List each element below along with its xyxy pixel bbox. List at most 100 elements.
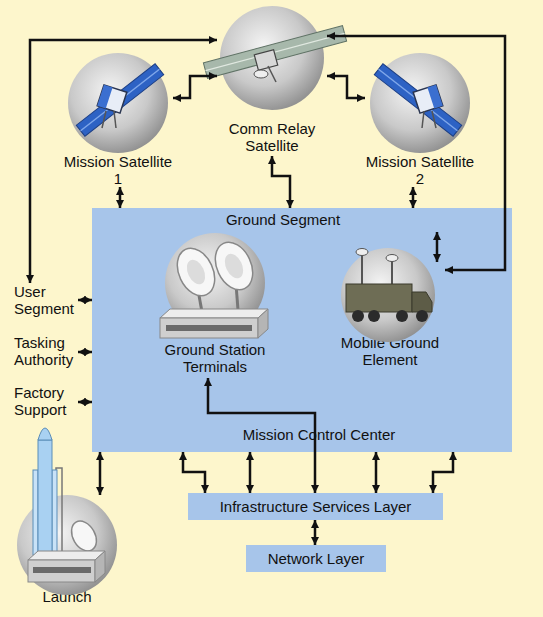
satellite-icon — [374, 64, 461, 137]
panel-stripe — [379, 69, 458, 131]
node-label: Factory Support — [14, 384, 78, 418]
external-entity: User Segment — [14, 283, 78, 319]
panel-stripe — [205, 33, 344, 70]
backdrop-disc — [220, 6, 324, 110]
building-roof — [28, 551, 105, 560]
solar-panel — [374, 64, 461, 137]
satellite-node: Mission Satellite 2 — [365, 53, 475, 187]
satellite-body — [254, 50, 277, 71]
node-label: Network Layer — [268, 550, 365, 567]
satellite-face — [97, 85, 112, 109]
box-subtitle: Mission Control Center — [219, 426, 419, 443]
antenna-dish — [386, 255, 398, 262]
antenna — [432, 111, 436, 128]
backdrop-disc — [370, 53, 470, 153]
antenna-dish — [356, 249, 368, 256]
connector-arrow — [119, 187, 122, 208]
relay-satellite-icon — [203, 26, 346, 82]
antenna — [102, 111, 106, 128]
antenna — [114, 111, 116, 128]
wheel — [396, 310, 408, 322]
ground-station-node: Ground Station Terminals — [160, 233, 270, 378]
launch-gantry — [56, 468, 62, 560]
node-label: Mobile Ground Element — [335, 334, 445, 368]
solar-panel — [203, 26, 346, 79]
node-label: Tasking Authority — [14, 334, 78, 368]
connector-arrow — [78, 401, 92, 404]
rocket-booster — [52, 470, 57, 555]
dish-stem — [198, 290, 202, 312]
satellite-body — [97, 85, 127, 113]
building-side — [95, 551, 105, 582]
solar-panel — [374, 64, 461, 137]
launch-site-icon — [28, 428, 105, 582]
building-roof — [160, 309, 268, 318]
node-label: Mission Satellite 2 — [365, 153, 475, 187]
building-windows — [166, 325, 252, 331]
external-entity: Tasking Authority — [14, 334, 78, 370]
connector-arrow — [327, 76, 365, 98]
external-entity: Factory Support — [14, 384, 78, 420]
ground-station-icon — [160, 236, 268, 338]
connector-arrow — [272, 156, 290, 208]
connector-arrow — [183, 452, 205, 493]
antenna-dish — [170, 242, 222, 302]
antenna-dish — [208, 236, 260, 296]
node-label: Launch — [17, 588, 117, 605]
connector-arrow — [327, 36, 505, 270]
mobile-truck-icon — [346, 249, 432, 323]
node-label: Mission Satellite 1 — [63, 153, 173, 187]
node-label: User Segment — [14, 283, 78, 317]
antenna-dish — [66, 517, 101, 556]
edge-group — [30, 36, 505, 545]
building-side — [258, 309, 268, 338]
antenna — [422, 111, 424, 128]
box-heading: Ground Segment — [183, 211, 383, 228]
panel-stripe — [81, 69, 160, 131]
dish-inner — [183, 257, 208, 287]
rocket-body — [38, 440, 52, 555]
connector-arrow — [99, 452, 102, 495]
connector-arrow — [375, 452, 378, 493]
solar-panel — [76, 64, 163, 137]
connector-arrow — [208, 378, 315, 493]
launch-node: Launch — [17, 495, 117, 607]
dish-inner — [221, 251, 246, 281]
connector-arrow — [412, 187, 415, 208]
connector-arrow — [78, 351, 92, 354]
wheel — [416, 310, 428, 322]
connector-arrow — [433, 452, 453, 493]
antenna-dish — [66, 517, 101, 556]
truck-body — [346, 284, 412, 312]
node-label: Ground Station Terminals — [160, 341, 270, 375]
connector-arrow — [314, 520, 317, 545]
mobile-ground-node: Mobile Ground Element — [335, 248, 445, 372]
backdrop-disc — [165, 233, 265, 333]
solar-panel — [203, 26, 346, 79]
backdrop-disc — [68, 53, 168, 153]
building-front — [160, 318, 258, 338]
antenna-dish — [208, 236, 260, 296]
antenna — [268, 66, 276, 82]
building-windows — [33, 567, 91, 573]
wheel — [368, 310, 380, 322]
satellite-face — [427, 85, 442, 109]
connector-arrow — [78, 299, 92, 302]
connector-arrow — [173, 76, 217, 98]
dish-stem — [236, 284, 238, 310]
rocket-nose — [38, 428, 52, 440]
layer-box: Network Layer — [246, 545, 386, 572]
connector-arrow — [249, 452, 252, 493]
wheel — [352, 310, 364, 322]
satellite-body — [413, 85, 443, 113]
solar-panel — [76, 64, 163, 137]
backdrop-disc — [17, 495, 117, 595]
satellite-body — [254, 50, 277, 71]
ground-segment-box: Ground SegmentMission Control Center Grou… — [92, 208, 512, 452]
building-front — [28, 560, 95, 582]
layer-box: Infrastructure Services Layer — [188, 493, 443, 520]
